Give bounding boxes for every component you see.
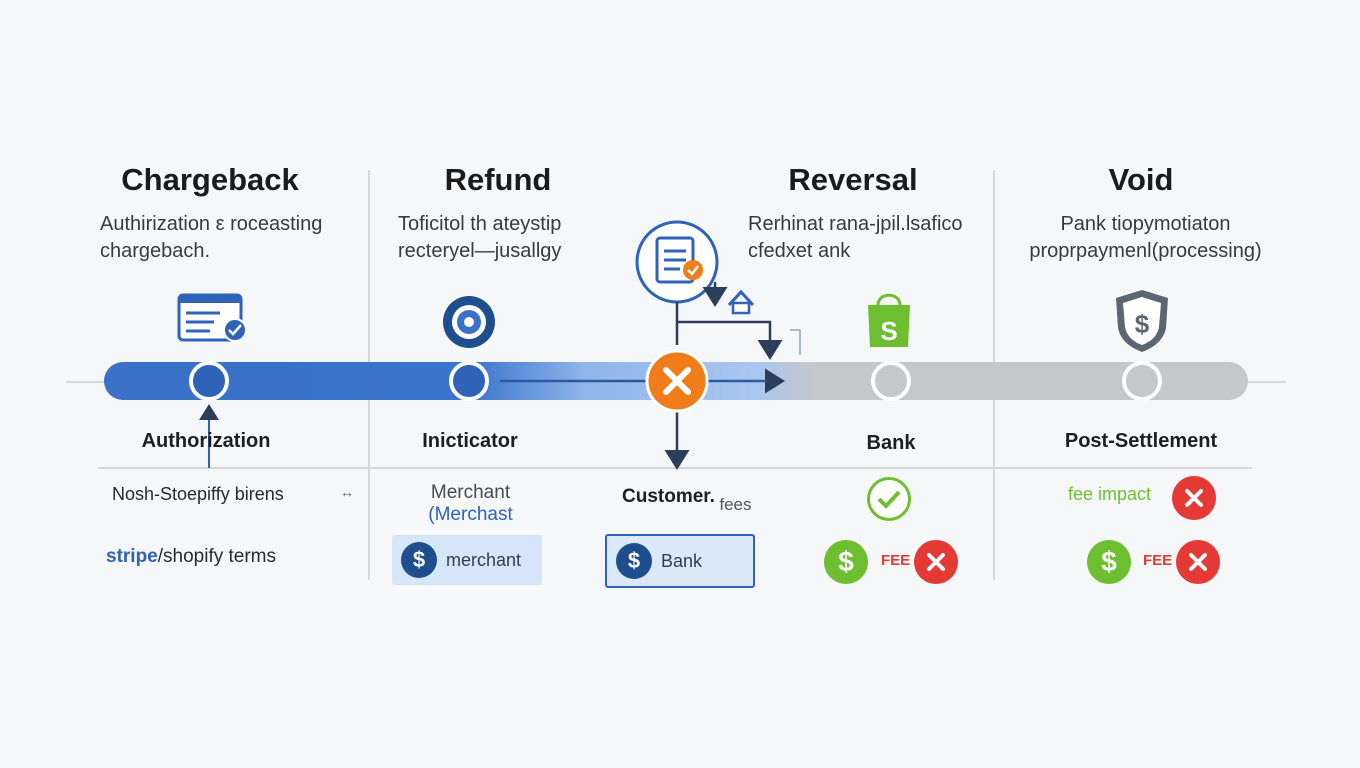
customer-text: Customer. [622,486,715,507]
reversal-description: Rerhinat rana-jpil.lsafico cfedxet ank [748,211,963,265]
dollar-green-icon: $ [824,540,868,584]
refund-title: Refund [444,162,552,197]
chargeback-row-1: Nosh-Stoepiffy birens [112,484,284,505]
chargeback-row-1-symbol: ↔ [340,484,354,500]
refund-desc-line-1: Toficitol th ateystip [398,213,562,235]
chargeback-desc-line-2: chargebach. [100,240,211,262]
dollar-coin-icon: $ [401,542,437,578]
document-check-icon [635,220,719,304]
node-bank [871,361,911,401]
refund-merchant-paren: (Merchast [428,504,513,525]
fee-x-icon [914,540,958,584]
refund-merchant-text: Merchant [430,482,511,503]
shield-dollar-icon: $ [1116,290,1168,352]
chargeback-title: Chargeback [121,162,299,197]
dollar-green-icon: $ [1087,540,1131,584]
node-initiator [449,361,489,401]
shopify-terms: /shopify terms [157,546,277,567]
bank-pill[interactable]: $ Bank [605,534,755,588]
reversal-title: Reversal [788,162,918,197]
void-desc-line-1: Pank tiopymotiaton [1060,213,1231,235]
void-fee-label: FEE [1143,552,1173,569]
gear-badge-icon [443,296,495,348]
reversal-desc-line-1: Rerhinat rana-jpil.lsafico [748,213,963,235]
node-authorization [189,361,229,401]
void-description: Pank tiopymotiaton proprpaymenl(processi… [1028,211,1263,265]
refund-merchant-label: Merchant (Merchast [398,482,543,526]
house-icon [727,289,755,315]
node-label-authorization: Authorization [141,430,271,452]
bank-pill-label: Bank [661,550,703,571]
void-fee-impact: fee impact [1068,484,1152,504]
void-desc-line-2: proprpaymenl(processing) [1029,240,1262,262]
reversal-fee-label: FEE [881,552,911,569]
customer-label: Customer. fees [622,486,752,514]
chargeback-row-1-text: Nosh-Stoepiffy birens [112,484,284,504]
connector-right [790,329,801,355]
node-label-initiator: Inicticator [422,430,518,452]
chargeback-description: Authirization ε roceasting chargebach. [100,211,322,265]
chargeback-row-2: stripe/shopify terms [106,546,276,568]
x-circle-icon [645,349,709,413]
node-label-post-settlement: Post-Settlement [1064,430,1218,452]
shopify-bag-icon: S [868,293,910,347]
node-post-settlement [1122,361,1162,401]
connector-to-bank [677,320,783,360]
merchant-pill-label: merchant [446,549,522,570]
void-title: Void [1108,162,1174,197]
customer-fees: fees [719,495,752,514]
dollar-coin-icon: $ [616,543,652,579]
void-fee-x-icon [1176,540,1220,584]
browser-check-icon [177,293,247,342]
svg-text:$: $ [1135,309,1150,339]
check-circle-icon [867,477,911,521]
svg-text:S: S [880,316,897,346]
reversal-desc-line-2: cfedxet ank [748,240,851,262]
fee-impact-x-icon [1172,476,1216,520]
refund-description: Toficitol th ateystip recteryel—jusallgy [398,211,561,265]
chargeback-desc-line-1: Authirization ε roceasting [100,213,323,235]
stripe-brand: stripe [106,546,158,567]
refund-desc-line-2: recteryel—jusallgy [398,240,562,262]
merchant-pill[interactable]: $ merchant [392,535,542,585]
node-label-bank: Bank [866,432,916,454]
